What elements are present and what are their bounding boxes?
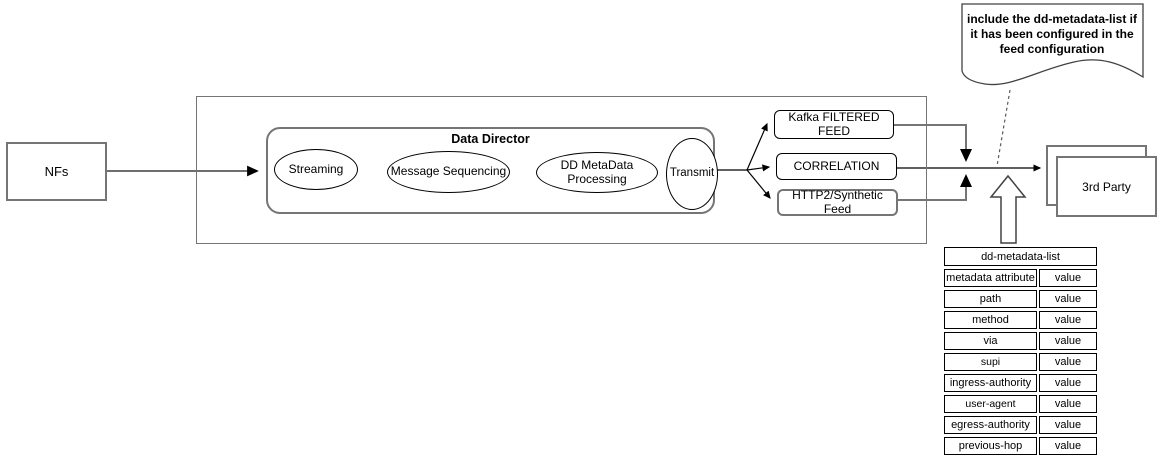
table-row: method value (944, 311, 1097, 329)
table-row: via value (944, 332, 1097, 350)
table-row: ingress-authority value (944, 374, 1097, 392)
note-text: include the dd-metadata-list if it has b… (966, 12, 1137, 56)
note-document-shape (961, 3, 1144, 86)
table-row: egress-authority value (944, 416, 1097, 434)
table-cell-attribute: egress-authority (944, 416, 1037, 434)
table-cell-attribute: previous-hop (944, 437, 1037, 455)
big-up-arrow-icon (989, 174, 1027, 244)
table-cell-value: value (1039, 374, 1097, 392)
table-cell-attribute: user-agent (944, 395, 1037, 413)
nfs-label: NFs (44, 164, 69, 179)
table-cell-attribute: via (944, 332, 1037, 350)
table-cell-value: value (1039, 290, 1097, 308)
table-cell-attribute: path (944, 290, 1037, 308)
connector-branch-to-correlation (746, 164, 771, 172)
table-cell-value: value (1039, 395, 1097, 413)
metadata-table-title: dd-metadata-list (944, 247, 1097, 266)
stage-message-sequencing-label: Message Sequencing (390, 164, 507, 179)
metadata-table: dd-metadata-list metadata attribute valu… (944, 247, 1097, 455)
stage-dd-metadata-processing-label: DD MetaData Processing (560, 157, 634, 186)
table-cell-attribute: method (944, 311, 1037, 329)
table-cell-attribute: metadata attribute (944, 269, 1037, 287)
table-cell-attribute: ingress-authority (944, 374, 1037, 392)
stage-dd-metadata-processing: DD MetaData Processing (536, 152, 658, 193)
feed-correlation: CORRELATION (776, 153, 897, 180)
table-cell-value: value (1039, 353, 1097, 371)
table-row: previous-hop value (944, 437, 1097, 455)
feed-http2-synthetic: HTTP2/Synthetic Feed (777, 189, 898, 216)
feed-correlation-label: CORRELATION (793, 158, 880, 173)
table-cell-value: value (1039, 311, 1097, 329)
table-row: metadata attribute value (944, 269, 1097, 287)
note-dashed-pointer (996, 89, 1011, 167)
table-row: supi value (944, 353, 1097, 371)
stage-transmit-label: Transmit (669, 167, 715, 180)
feed-http2-synthetic-label: HTTP2/Synthetic Feed (792, 188, 883, 216)
connector-kafka-to-junction (894, 124, 972, 162)
third-party-label: 3rd Party (1082, 179, 1131, 194)
connector-branch-to-http2 (746, 169, 771, 199)
feed-kafka-filtered: Kafka FILTERED FEED (774, 110, 894, 139)
third-party-box: 3rd Party (1056, 156, 1157, 217)
outer-container (196, 96, 927, 244)
connector-http2-to-junction (898, 174, 972, 201)
table-cell-value: value (1039, 416, 1097, 434)
table-cell-value: value (1039, 437, 1097, 455)
table-row: user-agent value (944, 395, 1097, 413)
stage-streaming-label: Streaming (288, 161, 344, 176)
stage-transmit: Transmit (666, 138, 718, 210)
feed-kafka-filtered-label: Kafka FILTERED FEED (788, 110, 880, 138)
table-cell-attribute: supi (944, 353, 1037, 371)
table-cell-value: value (1039, 332, 1097, 350)
stage-streaming: Streaming (274, 149, 358, 190)
nfs-box: NFs (6, 142, 107, 201)
data-director-title: Data Director (451, 132, 530, 146)
connector-branch-to-kafka (746, 122, 768, 171)
table-cell-value: value (1039, 269, 1097, 287)
stage-message-sequencing: Message Sequencing (387, 151, 510, 193)
table-row: path value (944, 290, 1097, 308)
